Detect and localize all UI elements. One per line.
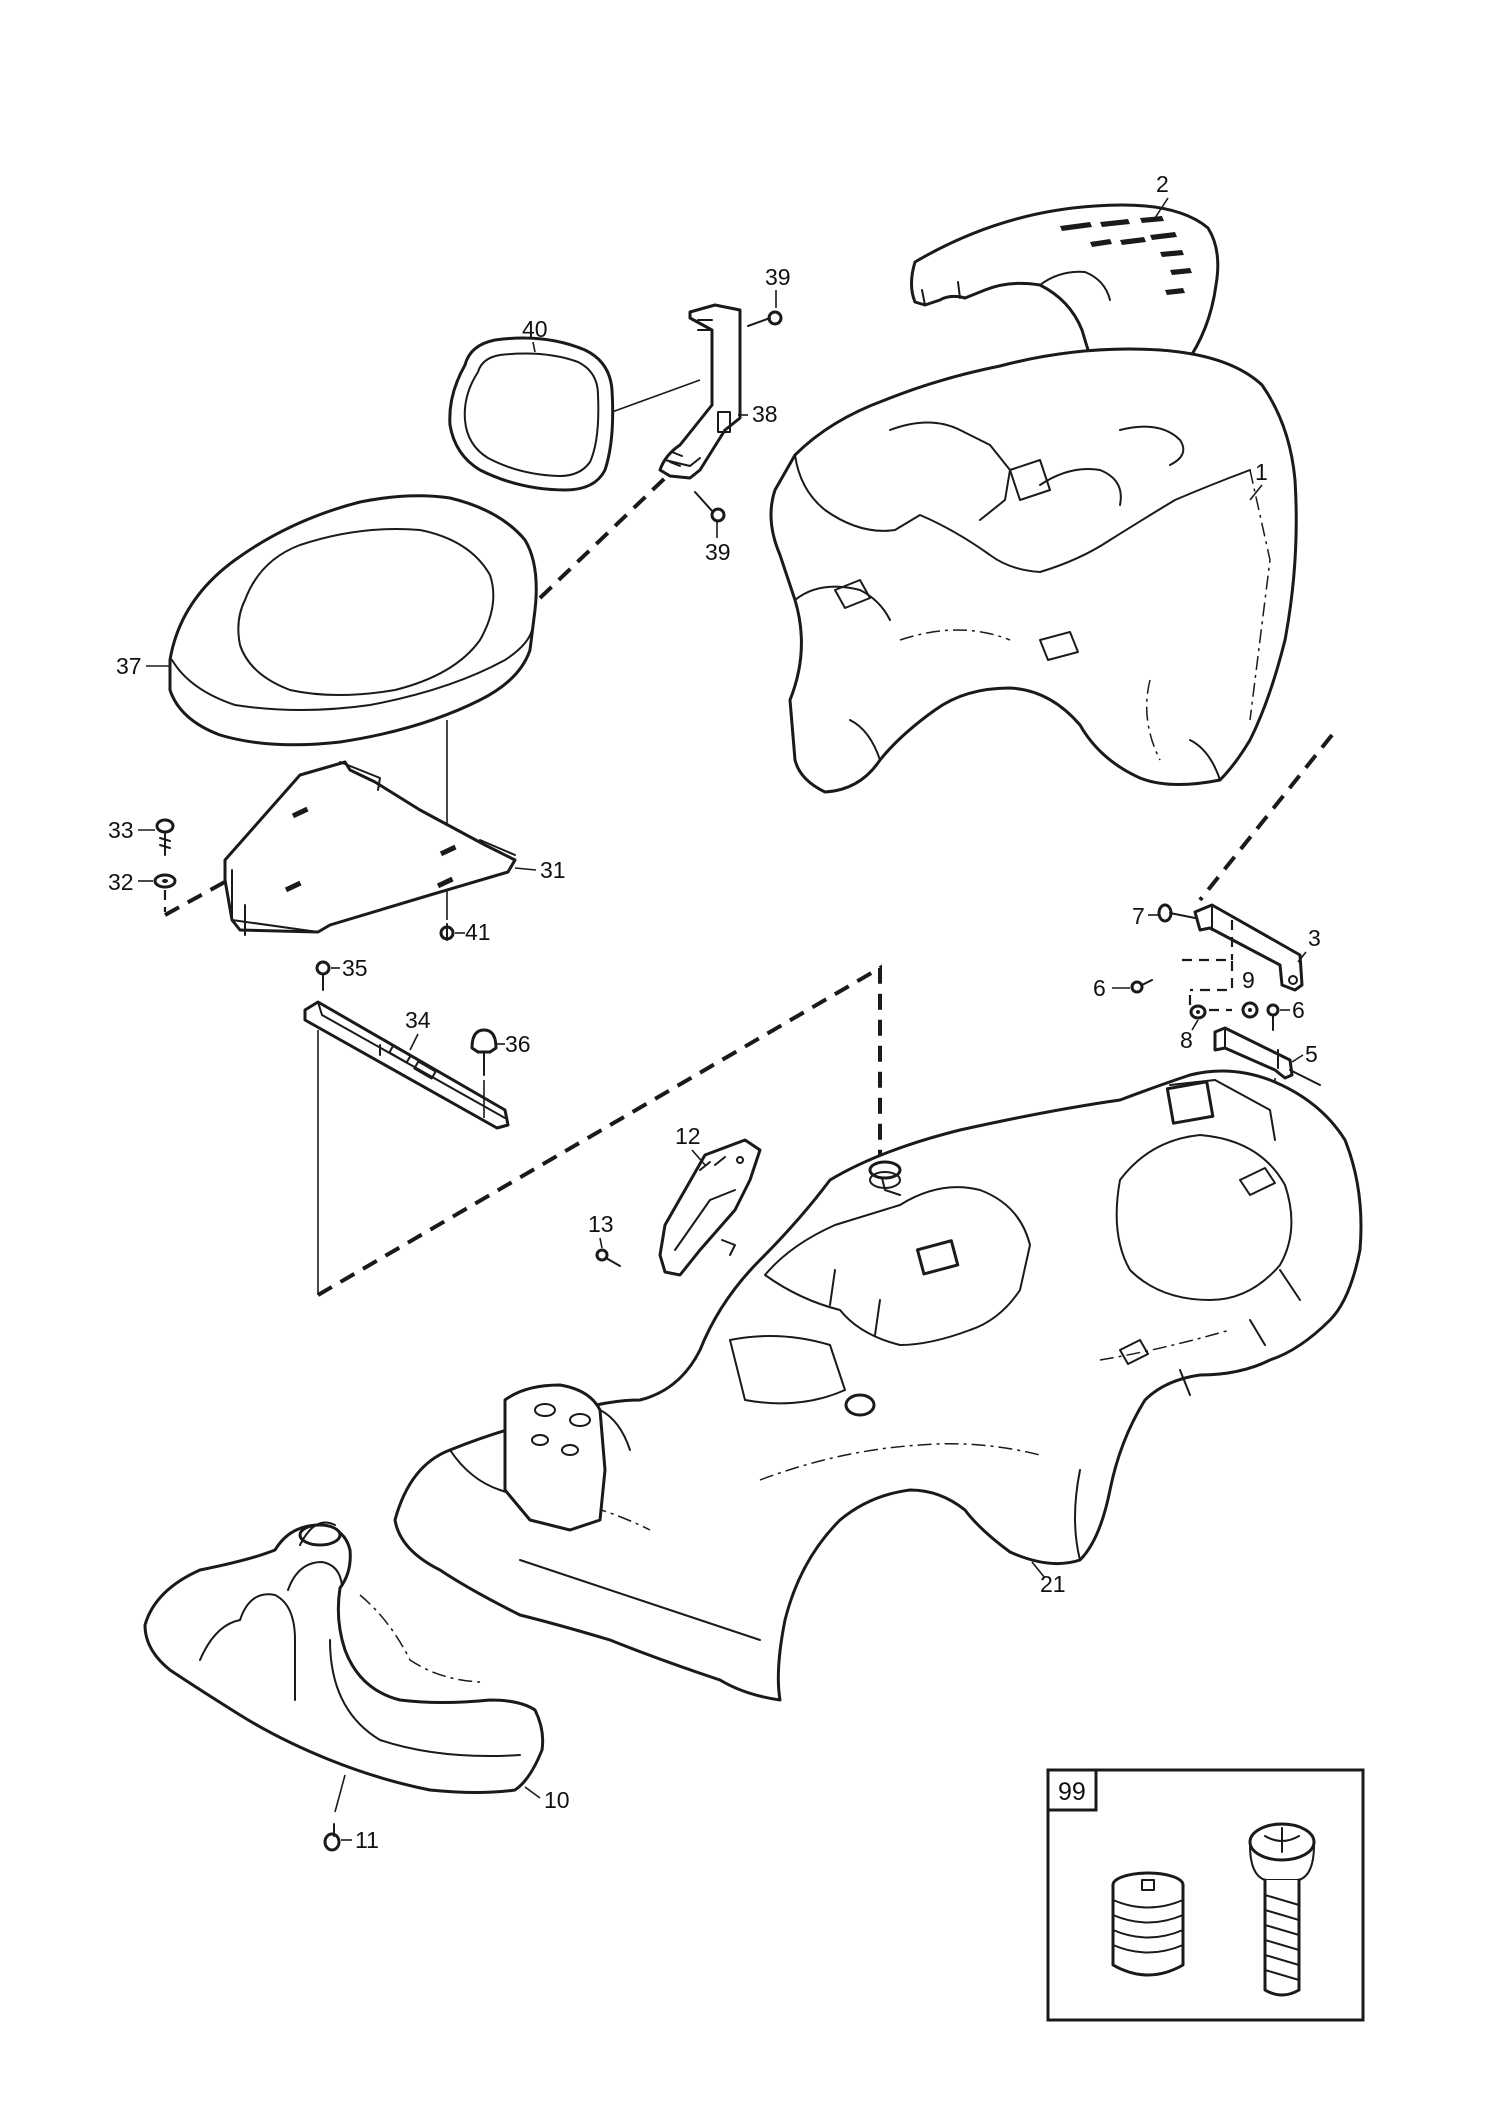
callout-3: 3 (1308, 925, 1321, 951)
part-39-screw-bottom (694, 491, 726, 523)
part-7-bolt (1157, 903, 1196, 923)
callout-39-bottom: 39 (705, 539, 731, 565)
part-33-bolt (155, 818, 175, 856)
callout-41: 41 (465, 919, 491, 945)
callout-10: 10 (544, 1787, 570, 1813)
callout-35: 35 (342, 955, 368, 981)
phillips-screw-icon (1248, 1822, 1316, 1997)
part-39-screw-top (747, 310, 783, 327)
part-12-side-bracket (658, 1138, 762, 1277)
callout-32: 32 (108, 869, 134, 895)
callout-13: 13 (588, 1211, 614, 1237)
part-8-washer (1189, 1004, 1207, 1020)
part-32-washer (153, 873, 177, 889)
threaded-insert-icon (1111, 1871, 1185, 1977)
callout-11: 11 (355, 1827, 379, 1853)
callout-12: 12 (675, 1123, 701, 1149)
callout-2: 2 (1156, 171, 1169, 197)
part-41-screw (439, 923, 455, 941)
callout-1: 1 (1255, 459, 1268, 485)
callout-37: 37 (116, 653, 142, 679)
callout-6-right: 6 (1292, 997, 1305, 1023)
callout-33: 33 (108, 817, 134, 843)
part-40-backrest-pad (448, 336, 615, 492)
part-1-rear-body-cover (769, 347, 1298, 794)
part-13-screw (595, 1248, 621, 1267)
kit-99-box: 99 (1046, 1768, 1365, 2022)
part-21-main-body (393, 1069, 1363, 1702)
callout-6-left: 6 (1093, 975, 1106, 1001)
callout-7: 7 (1132, 903, 1145, 929)
part-9-nut (1241, 1001, 1259, 1019)
part-10-front-cover (143, 1521, 545, 1794)
callout-9: 9 (1242, 967, 1255, 993)
part-3-bracket (1193, 903, 1304, 992)
part-6-nut-right (1266, 1003, 1280, 1031)
part-11-screw (323, 1823, 341, 1852)
part-5-bracket (1213, 1026, 1321, 1086)
callout-5: 5 (1305, 1041, 1318, 1067)
part-37-seat (168, 494, 538, 747)
part-6-nut-left (1130, 979, 1153, 994)
callout-38: 38 (752, 401, 778, 427)
callout-39-top: 39 (765, 264, 791, 290)
callout-40: 40 (522, 316, 548, 342)
callout-36: 36 (505, 1031, 531, 1057)
callout-8: 8 (1180, 1027, 1193, 1053)
part-31-seat-plate (223, 760, 517, 936)
callout-31: 31 (540, 857, 566, 883)
kit-99-label: 99 (1058, 1778, 1086, 1806)
callout-21: 21 (1040, 1571, 1066, 1597)
part-34-seat-rail (303, 1000, 510, 1130)
part-38-backrest-bracket (658, 303, 742, 480)
callout-34: 34 (405, 1007, 431, 1033)
part-35-screw (315, 960, 331, 991)
part-36-clip (470, 1028, 498, 1076)
